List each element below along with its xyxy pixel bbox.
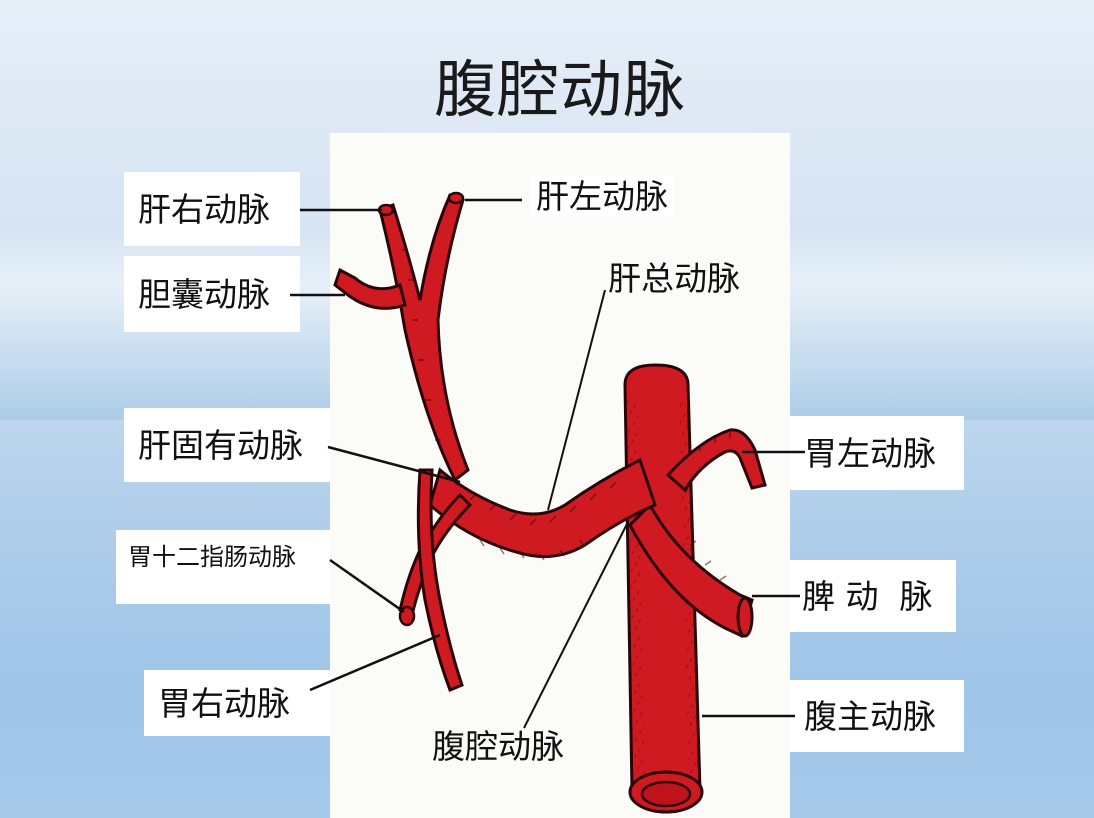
label-left-hepatic-artery: 肝左动脉 [530, 176, 674, 217]
label-box-right-gastric: 胃右动脉 [144, 670, 330, 736]
label-box-abdominal-aorta: 腹主动脉 [790, 680, 964, 752]
leader-gastroduodenal [329, 558, 405, 614]
label-right-hepatic-artery: 肝右动脉 [138, 189, 270, 229]
label-box-left-gastric: 胃左动脉 [790, 416, 964, 490]
leader-lines [290, 198, 805, 729]
label-proper-hepatic-artery: 肝固有动脉 [138, 425, 303, 465]
label-abdominal-aorta: 腹主动脉 [804, 696, 936, 736]
label-celiac-trunk: 腹腔动脉 [432, 727, 564, 766]
label-box-splenic: 脾 动 脉 [790, 560, 956, 632]
label-cystic-artery: 胆囊动脉 [138, 274, 270, 314]
label-left-gastric-artery: 胃左动脉 [804, 433, 936, 473]
vessel-hatching [402, 249, 731, 581]
leader-common-hepatic [547, 289, 606, 511]
label-box-gastroduodenal: 胃十二指肠动脉 [116, 530, 330, 604]
splenic-vessel [628, 502, 754, 639]
label-gastroduodenal-artery: 胃十二指肠动脉 [128, 543, 296, 571]
proper-hepatic-vessel [378, 193, 470, 483]
label-box-proper-hepatic: 肝固有动脉 [124, 408, 330, 482]
cystic-vessel [333, 267, 407, 310]
right-gastric-vessel [416, 468, 464, 692]
leader-right-gastric [309, 633, 441, 692]
label-box-right-hepatic: 肝右动脉 [124, 172, 300, 246]
label-common-hepatic-artery: 肝总动脉 [608, 259, 740, 298]
leader-proper-hepatic [327, 445, 461, 484]
label-splenic-artery: 脾 动 脉 [802, 576, 933, 616]
label-right-gastric-artery: 胃右动脉 [158, 683, 290, 723]
label-box-cystic: 胆囊动脉 [124, 256, 300, 332]
leader-celiac-trunk [523, 521, 629, 729]
left-gastric-vessel [665, 428, 767, 493]
slide-title: 腹腔动脉 [433, 53, 686, 126]
